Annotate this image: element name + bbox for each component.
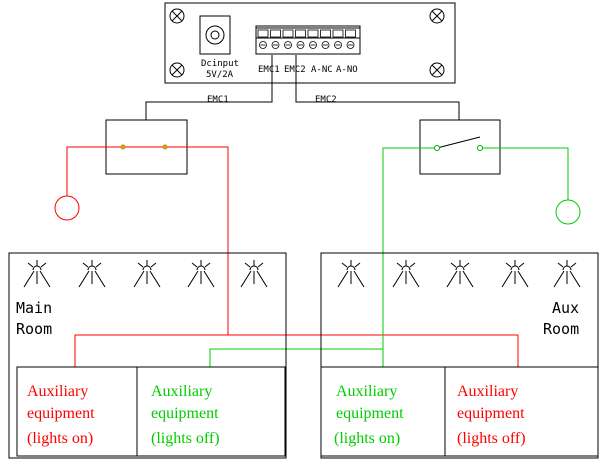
main-room: Main Room <box>8 252 287 459</box>
lamp-icon <box>501 260 529 288</box>
emc2-wire-label: EMC2 <box>315 95 337 105</box>
aux-room-name-line2: Room <box>543 320 579 338</box>
power-label-line1: Dcinput <box>201 59 239 69</box>
aux-room: Aux Room <box>320 252 599 459</box>
lamp-icon <box>23 260 51 288</box>
terminal-label-emc2: EMC2 <box>284 65 306 75</box>
equipment-label-main-on: Auxiliary equipment (lights on) <box>27 383 95 447</box>
relay-right <box>419 119 501 175</box>
lamp-icon <box>392 260 420 288</box>
emc1-wire-label: EMC1 <box>207 95 229 105</box>
terminal-screw-icon <box>332 29 344 49</box>
terminal-label-emc1: EMC1 <box>258 65 280 75</box>
control-wires <box>145 55 460 120</box>
lamp-icon <box>337 260 365 288</box>
terminal-screw-icon <box>345 29 356 49</box>
terminal-screw-icon <box>270 29 281 49</box>
lamp-icon <box>187 260 215 288</box>
lamp-icon <box>133 260 161 288</box>
switch-icon <box>434 136 483 151</box>
green-circuit <box>209 147 569 367</box>
terminal-screw-icon <box>282 29 294 49</box>
terminal-label-ano: A-NO <box>336 65 358 75</box>
equipment-line2: equipment <box>27 405 95 422</box>
terminal-screw-icon <box>257 29 269 49</box>
equipment-label-aux-off: Auxiliary equipment (lights off) <box>457 383 526 447</box>
equipment-line3: (lights off) <box>151 430 220 447</box>
equipment-line3: (lights on) <box>334 430 400 447</box>
equipment-line2: equipment <box>457 405 525 422</box>
equipment-line3: (lights on) <box>27 430 93 447</box>
equipment-line3: (lights off) <box>457 430 526 447</box>
red-circuit <box>66 146 519 367</box>
terminal-screw-icon <box>295 29 306 49</box>
equipment-line2: equipment <box>151 405 219 422</box>
terminal-screw-icon <box>307 29 319 49</box>
power-label-line2: 5V/2A <box>206 70 234 80</box>
aux-room-name-line1: Aux <box>552 299 579 317</box>
lamp-icon <box>553 260 581 288</box>
equipment-line1: Auxiliary <box>336 383 397 400</box>
terminal-block-icon <box>255 25 361 55</box>
closed-switch-icon <box>120 144 168 150</box>
terminal-screw-icon <box>320 29 331 49</box>
equipment-boxes <box>16 366 599 457</box>
controller-device: Dcinput 5V/2A EMC1 EMC2 A-NC A-NO <box>164 2 456 84</box>
status-light-icon <box>555 199 581 225</box>
main-room-name-line2: Room <box>16 320 52 338</box>
dc-jack-icon <box>199 15 231 55</box>
screw-icon <box>429 8 445 24</box>
equipment-line2: equipment <box>336 405 404 422</box>
equipment-line1: Auxiliary <box>151 383 212 400</box>
lamp-icon <box>240 260 268 288</box>
main-room-name-line1: Main <box>16 299 52 317</box>
status-light-icon <box>54 195 80 221</box>
screw-icon <box>169 62 185 78</box>
equipment-line1: Auxiliary <box>457 383 518 400</box>
equipment-label-aux-on: Auxiliary equipment (lights on) <box>334 383 404 447</box>
equipment-line1: Auxiliary <box>27 383 88 400</box>
equipment-label-main-off: Auxiliary equipment (lights off) <box>151 383 220 447</box>
terminal-label-anc: A-NC <box>311 65 333 75</box>
lamp-icon <box>78 260 106 288</box>
screw-icon <box>169 8 185 24</box>
lamp-icon <box>446 260 474 288</box>
screw-icon <box>429 62 445 78</box>
